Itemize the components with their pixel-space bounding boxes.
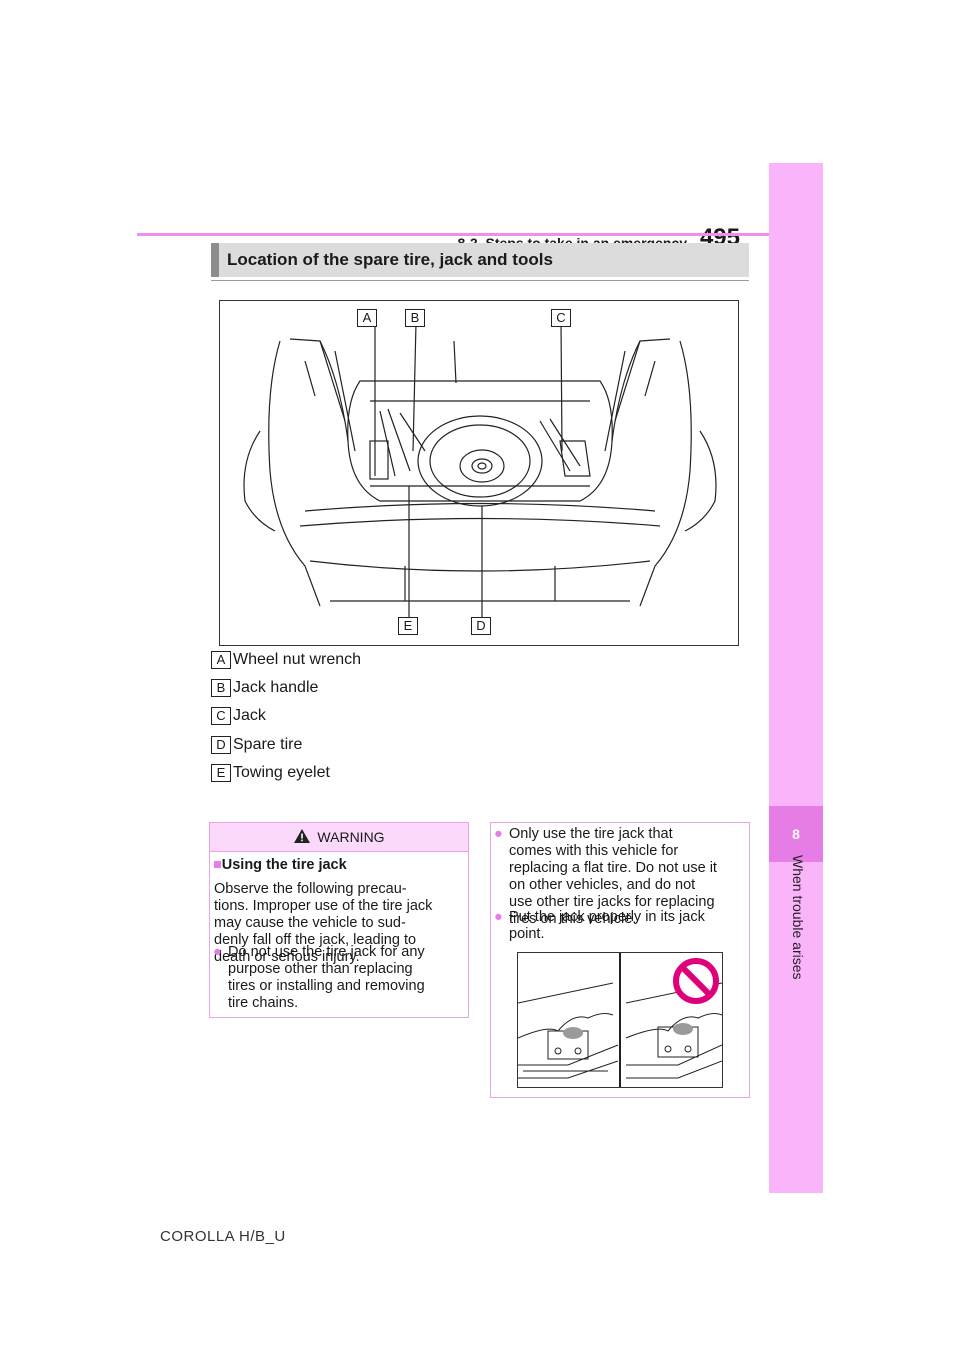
prohibited-icon xyxy=(673,958,719,1004)
warning-intro: Observe the following precau- tions. Imp… xyxy=(214,881,433,965)
legend-key: B xyxy=(211,679,231,697)
callout-e: E xyxy=(398,617,418,635)
warning-triangle-icon xyxy=(294,829,311,843)
warning-heading-divider xyxy=(210,851,468,852)
legend-label: Towing eyelet xyxy=(233,764,330,781)
warning-heading: WARNING xyxy=(210,823,468,851)
bullet-dot-icon: ● xyxy=(213,944,222,960)
bullet-dot-icon: ● xyxy=(494,826,503,842)
legend-key: D xyxy=(211,736,231,754)
legend-key: E xyxy=(211,764,231,782)
legend-key: C xyxy=(211,707,231,725)
callout-a: A xyxy=(357,309,377,327)
legend-key: A xyxy=(211,651,231,669)
legend-label: Jack handle xyxy=(233,679,319,696)
warning-box-left xyxy=(209,822,469,1018)
model-footer: COROLLA H/B_U xyxy=(160,1228,286,1245)
bullet-dot-icon: ● xyxy=(494,909,503,925)
header-divider xyxy=(137,233,769,236)
legend-label: Spare tire xyxy=(233,736,303,753)
callout-c: C xyxy=(551,309,571,327)
chapter-number: 8 xyxy=(769,806,823,862)
warning-bullet: ● Do not use the tire jack for any purpo… xyxy=(213,944,425,1011)
warning-label: WARNING xyxy=(317,829,385,845)
callout-d: D xyxy=(471,617,491,635)
legend-label: Jack xyxy=(233,707,266,724)
warning-bullet: ● Put the jack properly in its jack poin… xyxy=(494,909,705,942)
callout-b: B xyxy=(405,309,425,327)
legend-label: Wheel nut wrench xyxy=(233,651,362,668)
warning-box-right xyxy=(490,822,750,1098)
chapter-title: When trouble arises xyxy=(790,855,806,980)
section-title: Location of the spare tire, jack and too… xyxy=(211,243,749,277)
section-divider xyxy=(211,280,749,281)
warning-subheading: ■Using the tire jack xyxy=(213,857,347,873)
trunk-drawing xyxy=(243,322,717,617)
trunk-illustration xyxy=(219,300,739,646)
warning-bullet: ● Only use the tire jack that comes with… xyxy=(494,826,717,927)
chapter-tab xyxy=(769,163,823,1193)
